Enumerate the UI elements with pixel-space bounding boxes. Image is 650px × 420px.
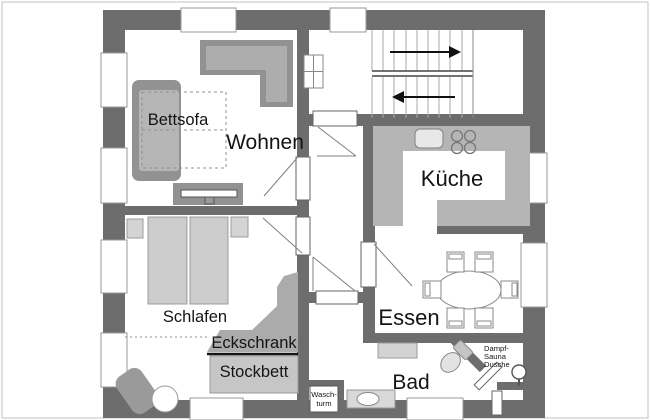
- shower-head-icon: [511, 364, 527, 386]
- door-stair-hall: [312, 110, 358, 127]
- stair-steps: [371, 30, 463, 118]
- corner-wardrobe-shape: [207, 272, 298, 352]
- dining-furniture: [422, 251, 519, 329]
- bed-mattress-right: [189, 216, 229, 305]
- label-living: Wohnen: [226, 131, 304, 154]
- label-bath: Bad: [392, 371, 429, 394]
- label-sauna-3: Dusche: [484, 360, 510, 369]
- wall-dining-bath: [363, 333, 528, 343]
- staircase: [303, 30, 474, 118]
- corner-sofa: [200, 40, 293, 107]
- door-swing-dining: [373, 243, 413, 287]
- nightstand-left: [126, 218, 144, 239]
- kitchen-counter-left: [373, 151, 403, 226]
- kitchen-counter-right: [505, 151, 530, 200]
- door-sleeping: [295, 216, 311, 256]
- door-swing-sleeping: [262, 217, 303, 254]
- wall-washtower-right: [338, 380, 344, 418]
- hall-shelf: [303, 54, 324, 89]
- label-dining: Essen: [378, 305, 439, 330]
- bedroom-furniture: [115, 216, 299, 415]
- living-room-furniture: [132, 40, 293, 205]
- wall-top: [103, 10, 545, 30]
- kitchen-hob-icon: [450, 129, 477, 155]
- label-sauna-1: Dampf-: [484, 344, 509, 353]
- label-sauna-2: Sauna: [484, 352, 507, 361]
- label-bed-sofa: Bettsofa: [148, 111, 209, 129]
- door-dining: [360, 241, 377, 288]
- dining-table: [436, 270, 502, 310]
- wall-kitchen-dining-stub: [437, 226, 528, 234]
- window-left-2: [100, 147, 128, 204]
- side-table: [151, 385, 179, 413]
- bed-sofa: [132, 80, 227, 181]
- doors: [295, 110, 503, 416]
- kitchen-counter-bottom: [437, 200, 530, 226]
- kitchen-sink: [414, 128, 444, 149]
- label-sleeping: Schlafen: [163, 308, 227, 326]
- window-bottom-1: [189, 397, 244, 420]
- label-bunk-bed: Stockbett: [220, 363, 289, 381]
- dining-chair: [422, 251, 519, 329]
- door-swing-living: [263, 157, 298, 197]
- bunk-bed-shape: [209, 355, 299, 394]
- window-bottom-2: [406, 397, 464, 420]
- door-living: [295, 156, 311, 201]
- nightstand-right: [230, 216, 249, 238]
- door-bottom-right: [491, 390, 503, 416]
- wall-right: [523, 10, 545, 418]
- stair-arrow-down: [392, 91, 455, 103]
- room-labels: Wohnen Küche Essen Schlafen Bad Bettsofa…: [148, 111, 510, 408]
- wash-tower-box: [309, 385, 339, 413]
- wall-living-sleeping: [125, 206, 298, 215]
- window-left-1: [100, 52, 128, 108]
- door-swing-hallbottom-2: [312, 256, 356, 292]
- label-kitchen: Küche: [421, 166, 483, 191]
- wall-sauna-bottom: [497, 382, 533, 390]
- door-swing-stairhall-1: [317, 126, 357, 157]
- window-left-3: [100, 239, 128, 294]
- door-sauna: [473, 361, 503, 391]
- label-corner-wardrobe: Eckschrank: [211, 334, 297, 352]
- bath-shelf: [377, 342, 418, 359]
- washbasin: [356, 392, 380, 406]
- label-washtower-1: Wasch-: [311, 390, 337, 399]
- door-hall-bath: [315, 290, 359, 305]
- sideboard-tv: [173, 183, 243, 205]
- window-right-2: [520, 242, 548, 308]
- window-top-2: [329, 7, 367, 33]
- kitchen-fitments: [373, 126, 530, 226]
- armchair: [115, 367, 159, 415]
- bed-mattress-left: [147, 216, 188, 305]
- wall-left: [103, 10, 125, 418]
- bathroom-fitments: [309, 340, 527, 413]
- window-top-1: [180, 7, 237, 33]
- wall-washtower-top: [297, 380, 344, 387]
- stair-arrow-up: [390, 46, 461, 58]
- toilet: [440, 340, 473, 373]
- label-washtower-2: turm: [316, 399, 331, 408]
- windows: [100, 7, 548, 420]
- door-swings: [262, 126, 413, 292]
